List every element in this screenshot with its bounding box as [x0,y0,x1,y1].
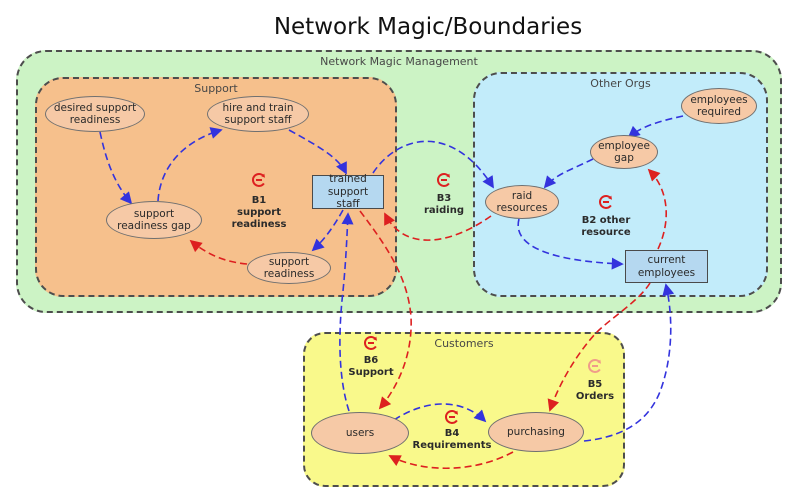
node-label-line: required [697,106,741,118]
boundary-label-support: Support [194,82,238,95]
edge-trained-support-staff-to-support-readiness [311,209,344,252]
node-label-line: support staff [224,114,292,126]
edge-employees-required-to-employee-gap [627,115,684,139]
edge-raid-resources-to-trained-support-staff [384,212,492,241]
edge-support-readiness-to-support-readiness-gap [189,239,248,265]
loop-label-line: B4 [444,428,460,439]
diagram-title: Network Magic/Boundaries [273,14,583,40]
node-label-line: staff [336,198,360,211]
edge-employee-gap-to-raid-resources [543,158,594,189]
boundary-box-customers[interactable]: Customers [303,332,625,487]
balancing-loop-icon [364,335,377,350]
loop-label-line: resource [581,227,631,238]
loop-label-line: readiness [231,219,287,230]
node-label-line: readiness [263,268,315,280]
node-label-line: employees [690,93,748,106]
balancing-loop-icon [588,358,601,373]
edge-purchasing-to-users [388,451,514,470]
edge-raid-resources-to-current-employees [517,218,624,270]
balancing-loop-icon [599,194,612,209]
node-label-line: employee [598,139,650,152]
loop-label-line: Support [348,367,394,378]
edge-support-readiness-gap-to-hire-and-train-support-staff [157,127,223,202]
edge-trained-support-staff-to-raid-resources [372,140,494,189]
edge-current-employees-to-purchasing [547,282,651,412]
node-label-line: raid [511,189,533,202]
node-label-line: purchasing [507,425,565,438]
node-label-line: support [327,185,369,198]
loop-label-line: B3 [436,193,452,204]
node-label-line: hire and train [222,101,294,114]
edge-users-to-purchasing [393,403,487,423]
balancing-loop-icon [445,409,458,424]
edge-users-to-trained-support-staff [339,212,354,412]
loop-label-line: B5 [587,379,603,390]
edge-trained-support-staff-to-users [359,210,412,410]
loop-label-line: Orders [575,391,615,402]
node-label-line: desired support [53,101,137,114]
node-label-line: users [345,426,375,439]
edge-desired-support-readiness-to-support-readiness-gap [99,131,133,205]
boundary-label-network-magic-management: Network Magic Management [320,55,478,68]
node-label-line: current [647,254,686,266]
boundary-label-customers: Customers [434,337,494,350]
node-label-line: resources [496,202,548,214]
node-purchasing[interactable]: purchasing [488,412,584,452]
balancing-loop-icon [437,172,450,187]
edge-purchasing-to-current-employees [583,283,675,442]
node-users[interactable]: users [311,412,409,454]
loop-label-line: B2 other [581,215,631,226]
edge-current-employees-to-employee-gap [647,168,668,250]
loop-label-line: raiding [424,205,464,216]
node-label-line: readiness gap [117,220,191,232]
edge-hire-and-train-support-staff-to-trained-support-staff [288,129,347,175]
node-label-line: trained [329,173,367,186]
node-label-line: gap [614,152,634,164]
node-label-line: support [133,207,175,220]
node-label-line: support [268,255,310,268]
loop-label-line: Requirements [412,440,492,451]
node-label-line: readiness [69,114,121,126]
boundary-label-other-orgs: Other Orgs [590,77,651,90]
loop-label-line: B1 [251,195,267,206]
loop-label-line: B6 [363,355,379,366]
node-label-line: employees [637,266,696,279]
loop-label-line: support [237,207,281,218]
balancing-loop-icon [252,172,265,187]
